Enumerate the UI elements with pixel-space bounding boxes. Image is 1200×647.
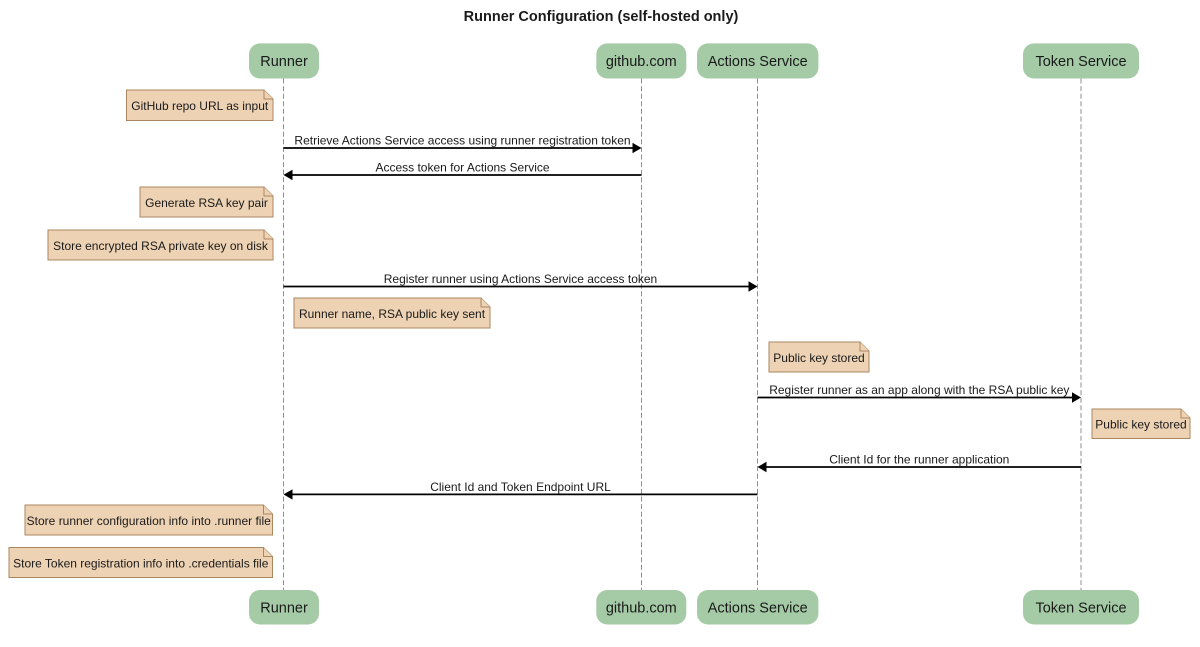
svg-text:Token Service: Token Service — [1035, 601, 1126, 617]
svg-text:Actions Service: Actions Service — [708, 601, 808, 617]
svg-text:Public key stored: Public key stored — [773, 351, 864, 365]
svg-text:Client Id for the runner appli: Client Id for the runner application — [829, 453, 1009, 467]
svg-text:Runner Configuration (self-hos: Runner Configuration (self-hosted only) — [464, 9, 739, 25]
svg-text:Store runner configuration inf: Store runner configuration info into .ru… — [27, 514, 271, 528]
svg-text:Access token for Actions Servi: Access token for Actions Service — [375, 161, 549, 175]
svg-text:Store encrypted RSA private ke: Store encrypted RSA private key on disk — [53, 239, 269, 253]
svg-text:Register runner as an app alon: Register runner as an app along with the… — [769, 383, 1069, 397]
svg-text:Runner name, RSA public key se: Runner name, RSA public key sent — [299, 307, 486, 321]
svg-text:Public key stored: Public key stored — [1095, 418, 1186, 432]
svg-text:Store Token registration info: Store Token registration info into .cred… — [13, 556, 269, 570]
svg-text:Runner: Runner — [260, 54, 308, 70]
svg-text:github.com: github.com — [606, 54, 677, 70]
svg-text:GitHub repo URL as input: GitHub repo URL as input — [131, 99, 269, 113]
svg-text:Retrieve Actions Service acces: Retrieve Actions Service access using ru… — [294, 134, 630, 148]
svg-text:Generate RSA key pair: Generate RSA key pair — [145, 196, 268, 210]
svg-text:Token Service: Token Service — [1035, 54, 1126, 70]
svg-text:Client Id and Token Endpoint U: Client Id and Token Endpoint URL — [430, 480, 611, 494]
svg-text:Register runner using Actions: Register runner using Actions Service ac… — [384, 272, 657, 286]
svg-text:github.com: github.com — [606, 601, 677, 617]
svg-text:Actions Service: Actions Service — [708, 54, 808, 70]
svg-text:Runner: Runner — [260, 601, 308, 617]
